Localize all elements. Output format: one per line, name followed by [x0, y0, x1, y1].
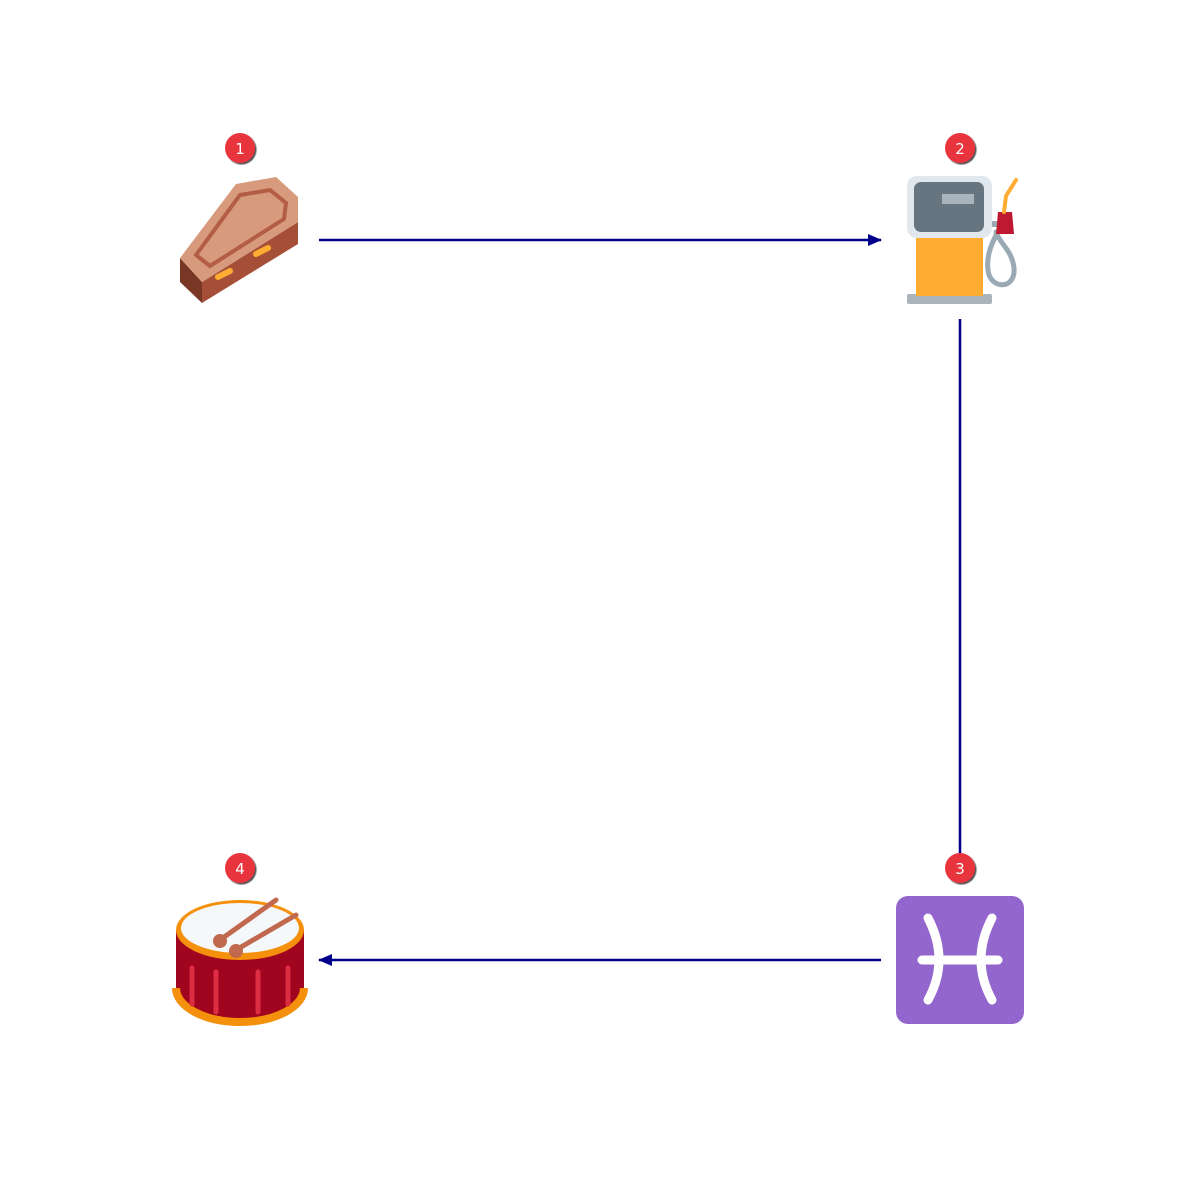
badge-label: 2 — [955, 140, 965, 158]
fuel-pump-icon — [907, 176, 1018, 304]
node-badge: 2 — [945, 133, 975, 163]
node-badge: 1 — [225, 133, 255, 163]
node-badge: 4 — [225, 853, 255, 883]
node-4: 4 — [172, 853, 308, 1026]
pisces-icon — [896, 896, 1024, 1024]
node-2: 2 — [907, 133, 1018, 304]
badge-label: 1 — [235, 140, 245, 158]
badge-label: 3 — [955, 860, 965, 878]
node-1: 1 — [180, 133, 298, 303]
drum-icon — [172, 897, 308, 1026]
badge-label: 4 — [235, 860, 245, 878]
node-3: 3 — [896, 853, 1024, 1024]
coffin-icon — [180, 177, 298, 303]
node-badge: 3 — [945, 853, 975, 883]
